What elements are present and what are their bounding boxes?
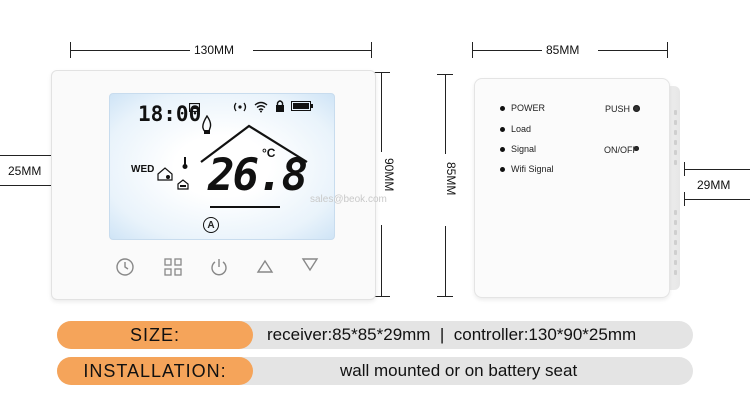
lcd-unit: °C — [262, 146, 276, 160]
power-icon — [211, 259, 227, 276]
onoff-label: ON/OFF — [604, 145, 638, 155]
thermostat-width-label: 130MM — [194, 43, 235, 57]
power-indicator-led — [500, 106, 505, 111]
auto-mode-icon: A — [203, 217, 219, 233]
signal-indicator-label: Signal — [511, 144, 537, 154]
lcd-time: 18:00 — [138, 102, 202, 126]
flame-icon — [202, 115, 212, 134]
away-home-icon — [157, 167, 173, 181]
down-arrow-icon — [301, 258, 319, 272]
load-indicator-label: Load — [511, 124, 532, 134]
power-button[interactable] — [209, 257, 229, 277]
wifi-indicator-label: Wifi Signal — [511, 164, 554, 174]
clock-icon — [116, 258, 134, 276]
wifi-indicator-led — [500, 167, 505, 172]
menu-button[interactable] — [163, 257, 183, 277]
push-button[interactable] — [633, 105, 640, 112]
signal-indicator-led — [500, 147, 505, 152]
receiver-depth-label: 29MM — [697, 178, 731, 192]
program-icon — [189, 103, 200, 112]
lcd-underline — [210, 206, 280, 208]
thermostat-lcd-screen — [109, 93, 335, 240]
load-indicator-led — [500, 127, 505, 132]
clock-button[interactable] — [115, 257, 135, 277]
heating-icon — [177, 179, 189, 190]
receiver-unit — [474, 78, 670, 298]
watermark: sales@beok.com — [310, 194, 387, 205]
battery-icon — [291, 101, 313, 111]
up-arrow-icon — [256, 259, 274, 273]
receiver-height-label: 85MM — [444, 162, 458, 196]
size-spec-value: receiver:85*85*29mm | controller:130*90*… — [267, 325, 637, 344]
lcd-day: WED — [131, 164, 155, 175]
receiver-width-label: 85MM — [546, 43, 580, 57]
installation-spec-value: wall mounted or on battery seat — [340, 361, 578, 380]
onoff-button[interactable] — [634, 146, 639, 151]
lock-icon — [276, 100, 284, 112]
thermometer-icon — [182, 157, 188, 169]
signal-icon — [233, 102, 247, 112]
power-indicator-label: POWER — [511, 103, 546, 113]
size-spec-label: SIZE: — [57, 321, 253, 349]
down-button[interactable] — [300, 255, 320, 275]
installation-spec-label: INSTALLATION: — [57, 357, 253, 385]
menu-grid-icon — [164, 258, 182, 276]
house-icon — [200, 124, 308, 163]
auto-mode-label: A — [207, 219, 215, 231]
push-label: PUSH — [605, 104, 631, 114]
wifi-icon — [254, 101, 268, 113]
thermostat-depth-label: 25MM — [8, 164, 42, 178]
thermostat-height-label: 90MM — [382, 158, 396, 192]
up-button[interactable] — [255, 257, 275, 277]
lcd-temperature: 26.8 — [208, 150, 308, 201]
